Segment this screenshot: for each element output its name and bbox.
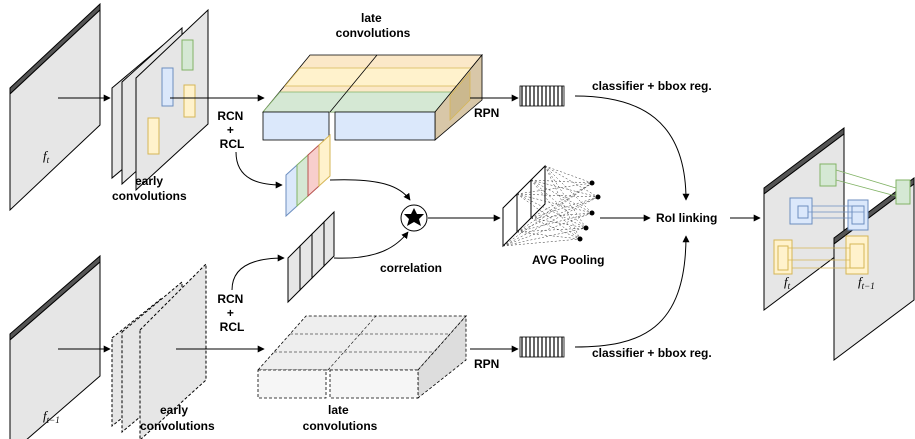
pooling-connection <box>516 193 587 229</box>
classifier-label-top: classifier + bbox reg. <box>592 79 712 93</box>
output-frame-t <box>763 127 845 311</box>
early-conv-label-top: early convolutions <box>112 174 187 203</box>
arrow-rpn-to-roi-bottom <box>574 235 690 348</box>
pooling-connection <box>544 165 593 184</box>
pooling-connection <box>530 179 593 214</box>
pooling-connection <box>516 193 599 198</box>
classifier-label-bottom: classifier + bbox reg. <box>592 346 712 360</box>
pooling-connection <box>516 193 593 214</box>
rcn-rcl-label-bottom: RCN + RCL <box>217 292 246 334</box>
feature-strip-gray <box>287 210 335 304</box>
early-orange-region-2 <box>147 117 160 155</box>
pooling-connection <box>544 165 581 240</box>
correlation-operator <box>400 204 428 232</box>
pooling-connection <box>516 182 593 195</box>
frame-t1-label: ft−1 <box>43 408 60 425</box>
pooling-connection <box>530 217 581 240</box>
avg-pooling-block <box>502 164 601 248</box>
feature-strip-colored <box>285 133 331 218</box>
arrow-rcl-bottom <box>231 254 285 291</box>
rpn-stack-bottom <box>519 336 565 358</box>
roi-linking-label: RoI linking <box>656 211 717 225</box>
rpn-label-top: RPN <box>474 106 499 120</box>
pooling-connection <box>530 179 587 229</box>
pooling-connection <box>516 212 593 233</box>
early-orange-region-1 <box>183 84 196 118</box>
rcn-rcl-label-top: RCN + RCL <box>217 109 246 151</box>
late-conv-block-top <box>262 53 483 141</box>
pooling-connection <box>516 231 581 240</box>
pooling-connection <box>516 196 599 233</box>
avg-pooling-label: AVG Pooling <box>532 253 604 267</box>
output-frame-t1-label: ft−1 <box>858 274 875 291</box>
late-conv-label-top: late convolutions <box>336 11 411 40</box>
late-conv-block-bottom <box>257 314 467 399</box>
arrow-rpn-to-roi-top <box>574 95 690 201</box>
output-frame-t1 <box>833 177 915 361</box>
early-conv-stack-top <box>111 8 209 192</box>
output-frame-t-label: ft <box>784 274 791 291</box>
pooling-connection <box>544 165 593 214</box>
rpn-stack-top <box>519 85 565 107</box>
arrow-gray-to-corr <box>333 231 409 259</box>
pooling-connection <box>530 217 587 229</box>
pooling-connection <box>516 182 593 233</box>
pooling-connection <box>530 179 599 198</box>
early-green-region <box>181 39 194 71</box>
correlation-label: correlation <box>380 261 442 275</box>
early-conv-stack-bottom <box>111 262 207 439</box>
pooling-connection <box>544 165 587 229</box>
pooling-connection <box>530 212 593 219</box>
input-frame-t1 <box>9 254 101 439</box>
frame-t-label: ft <box>43 148 50 165</box>
pooling-connection <box>516 227 587 233</box>
arrow-strip-to-corr <box>329 179 411 201</box>
pooling-connection <box>502 238 581 247</box>
input-frame-t <box>9 2 101 212</box>
pooling-connection <box>502 196 599 247</box>
late-conv-label-bottom: late convolutions <box>303 403 378 433</box>
early-blue-region <box>161 67 174 107</box>
early-conv-label-bottom: early convolutions <box>140 403 215 433</box>
arrow-rcl-top <box>235 151 283 189</box>
pooling-connection <box>530 179 581 240</box>
roi-link-lines <box>788 169 897 269</box>
rpn-label-bottom: RPN <box>474 357 499 371</box>
